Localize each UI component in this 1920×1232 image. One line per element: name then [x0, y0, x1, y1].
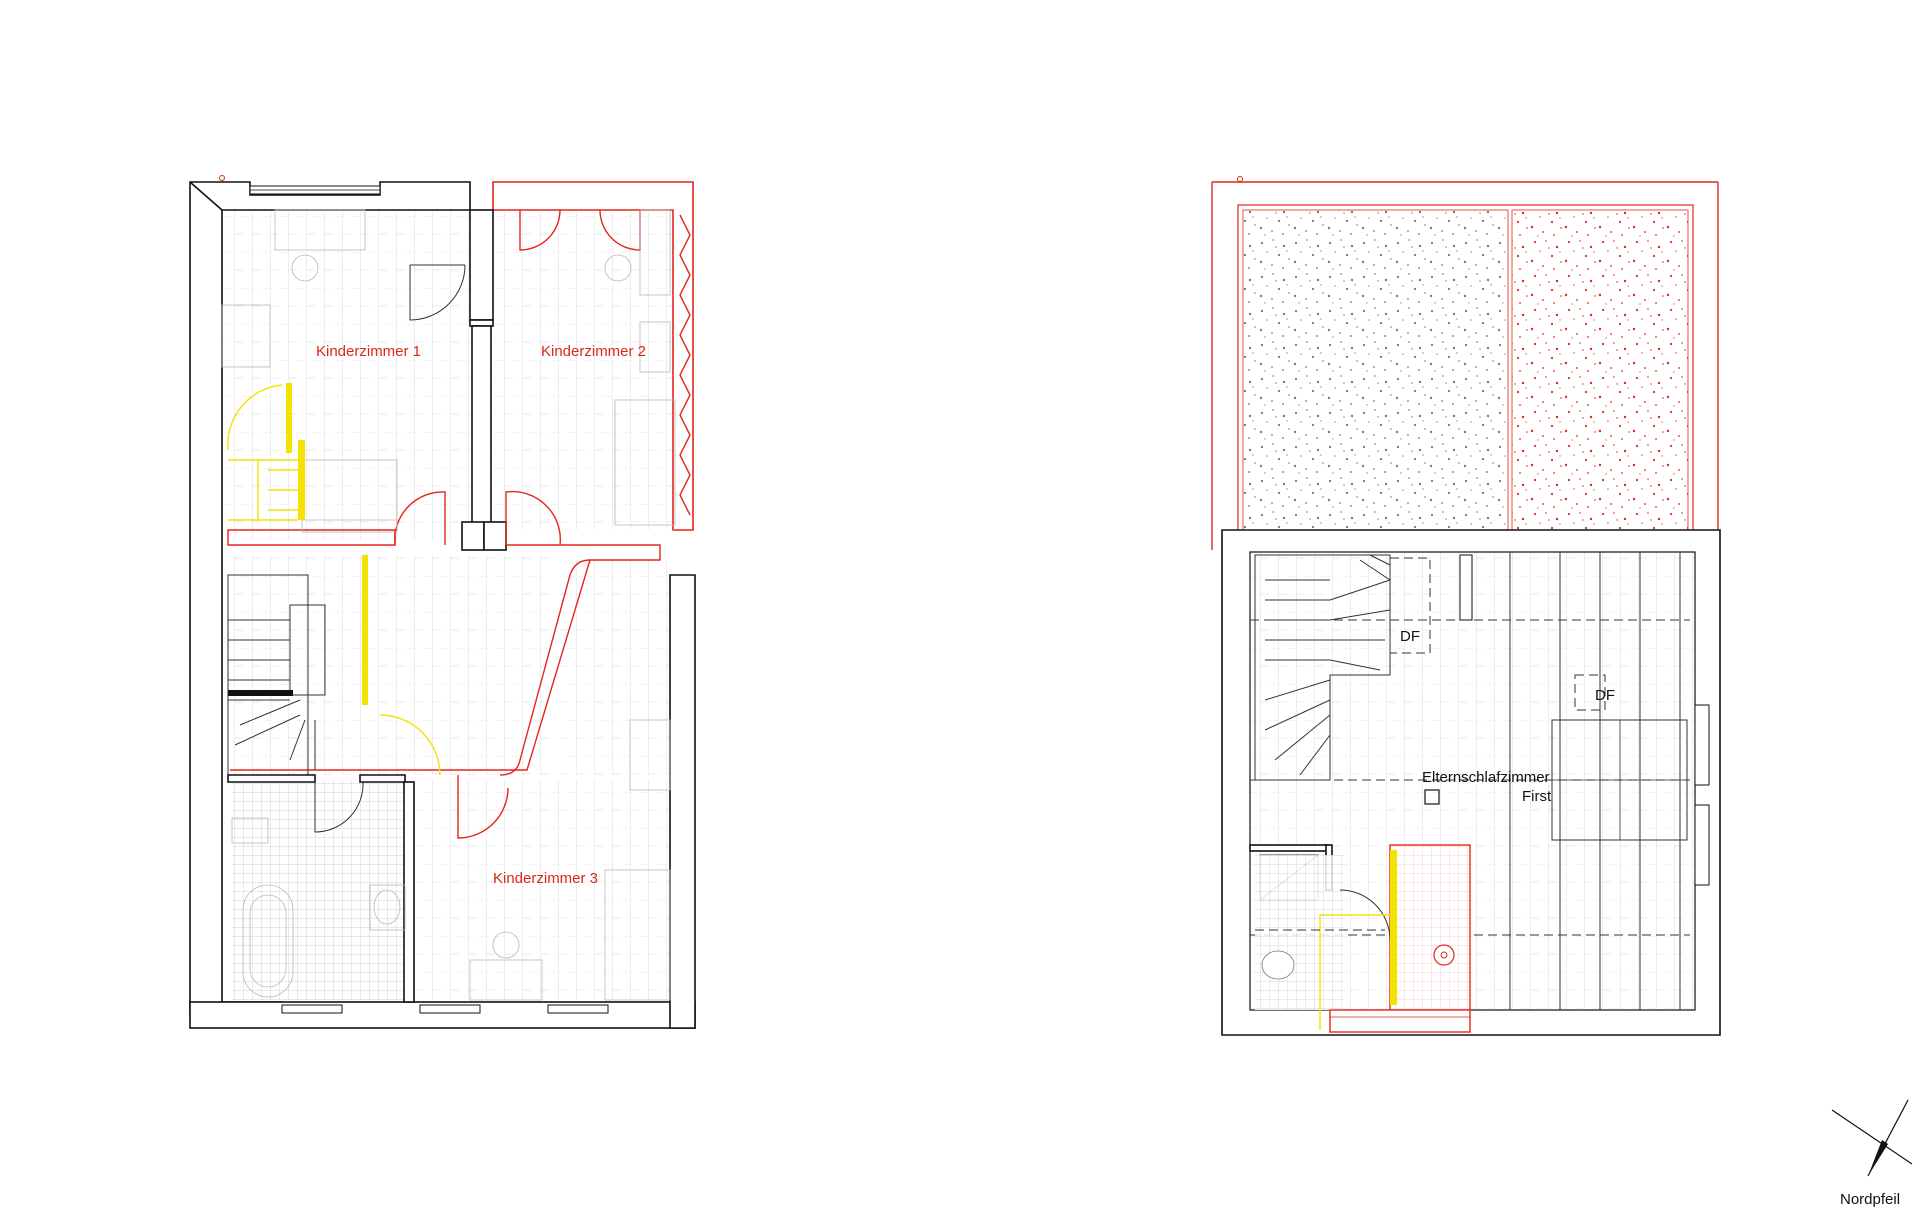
label-df-skylight-1: DF [1400, 628, 1420, 645]
north-arrow-icon [1831, 1099, 1913, 1177]
label-kinderzimmer-3: Kinderzimmer 3 [493, 870, 598, 887]
label-kinderzimmer-1: Kinderzimmer 1 [316, 343, 421, 360]
right-floor-plan [219, 175, 1721, 1036]
label-nordpfeil: Nordpfeil [1840, 1191, 1900, 1208]
label-df-skylight-2: DF [1595, 687, 1615, 704]
label-elternschlafzimmer: Elternschlafzimmer [1422, 769, 1550, 786]
label-kinderzimmer-2: Kinderzimmer 2 [541, 343, 646, 360]
label-first: First [1522, 788, 1552, 805]
left-floor-plan [189, 181, 696, 1029]
